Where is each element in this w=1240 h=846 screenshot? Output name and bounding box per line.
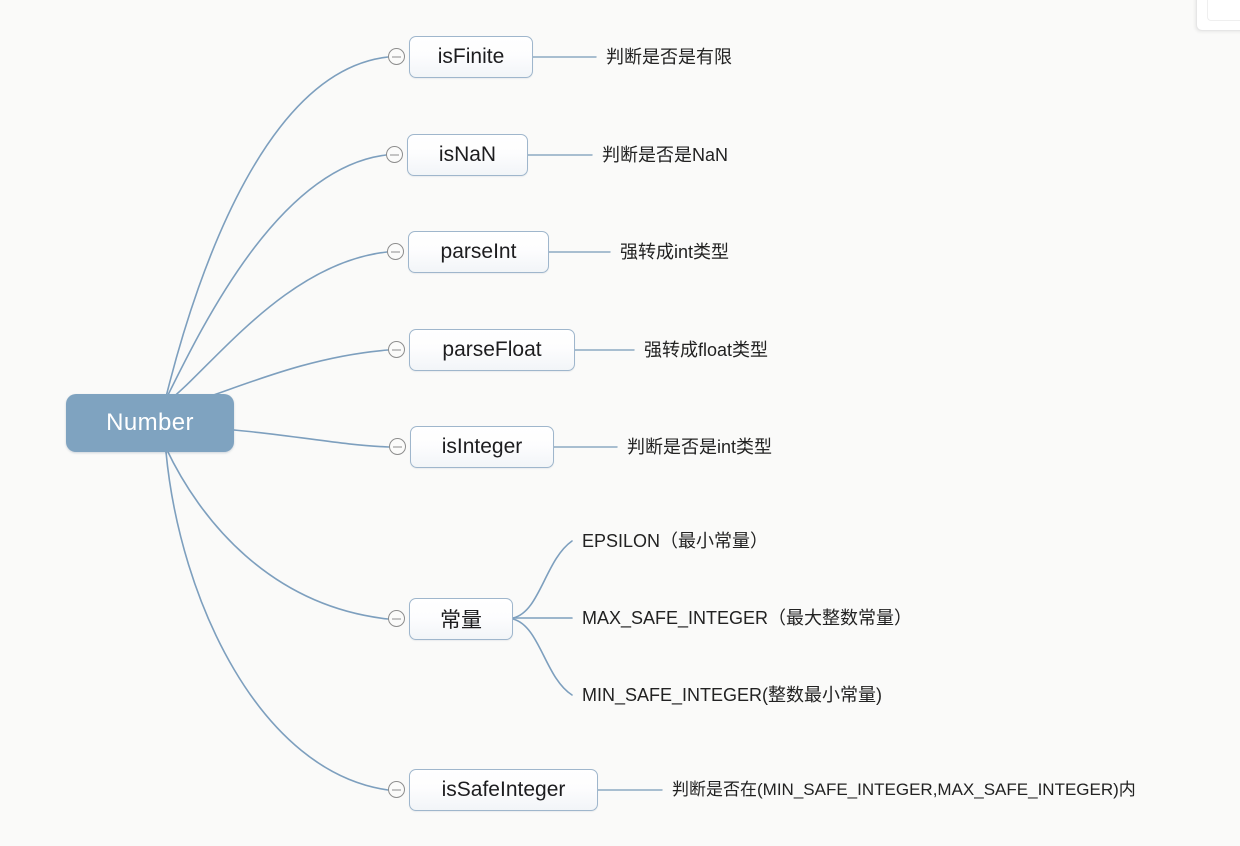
root-node[interactable]: Number [66, 394, 234, 452]
edge-constants-to-epsilon [512, 540, 573, 619]
root-node-label: Number [106, 409, 194, 436]
edge-root-to-constants [165, 447, 389, 620]
label-parse-int-description: 强转成int类型 [620, 242, 730, 262]
collapse-toggle-is-nan[interactable] [386, 146, 403, 163]
node-parse-float[interactable]: parseFloat [409, 329, 575, 371]
node-parse-int-label: parseInt [440, 240, 517, 263]
node-parse-float-label: parseFloat [442, 338, 542, 361]
node-is-finite-label: isFinite [437, 45, 505, 68]
collapse-toggle-parse-int[interactable] [387, 243, 404, 260]
edge-constants-to-min-safe-integer [512, 618, 573, 696]
collapse-toggle-parse-float[interactable] [388, 341, 405, 358]
node-is-safe-integer[interactable]: isSafeInteger [409, 769, 598, 811]
node-is-nan[interactable]: isNaN [407, 134, 528, 176]
collapse-toggle-is-integer[interactable] [389, 438, 406, 455]
node-is-finite[interactable]: isFinite [409, 36, 533, 78]
node-is-integer-label: isInteger [441, 435, 523, 458]
edge-root-to-is-safe-integer [165, 451, 389, 791]
corner-panel-inner [1207, 0, 1240, 21]
label-constant-epsilon: EPSILON（最小常量） [582, 531, 769, 551]
node-constants-label: 常量 [440, 609, 482, 632]
collapse-toggle-is-finite[interactable] [388, 48, 405, 65]
label-parse-float-description: 强转成float类型 [644, 340, 769, 360]
node-constants[interactable]: 常量 [409, 598, 513, 640]
label-is-integer-description: 判断是否是int类型 [627, 437, 773, 457]
label-is-nan-description: 判断是否是NaN [602, 145, 729, 165]
collapse-toggle-constants[interactable] [388, 610, 405, 627]
label-constant-min-safe-integer: MIN_SAFE_INTEGER(整数最小常量) [582, 685, 883, 705]
edge-root-to-is-finite [165, 56, 389, 398]
corner-panel [1196, 0, 1240, 31]
collapse-toggle-is-safe-integer[interactable] [388, 781, 405, 798]
node-is-nan-label: isNaN [438, 143, 497, 166]
node-parse-int[interactable]: parseInt [408, 231, 549, 273]
node-is-safe-integer-label: isSafeInteger [441, 778, 566, 801]
edge-root-to-is-nan [165, 154, 387, 400]
label-is-finite-description: 判断是否是有限 [606, 47, 732, 67]
edge-root-to-parse-int [165, 251, 388, 404]
edge-root-to-is-integer [233, 429, 390, 448]
label-constant-max-safe-integer: MAX_SAFE_INTEGER（最大整数常量） [582, 608, 913, 628]
label-is-safe-integer-description: 判断是否在(MIN_SAFE_INTEGER,MAX_SAFE_INTEGER)… [672, 780, 1136, 799]
node-is-integer[interactable]: isInteger [410, 426, 554, 468]
